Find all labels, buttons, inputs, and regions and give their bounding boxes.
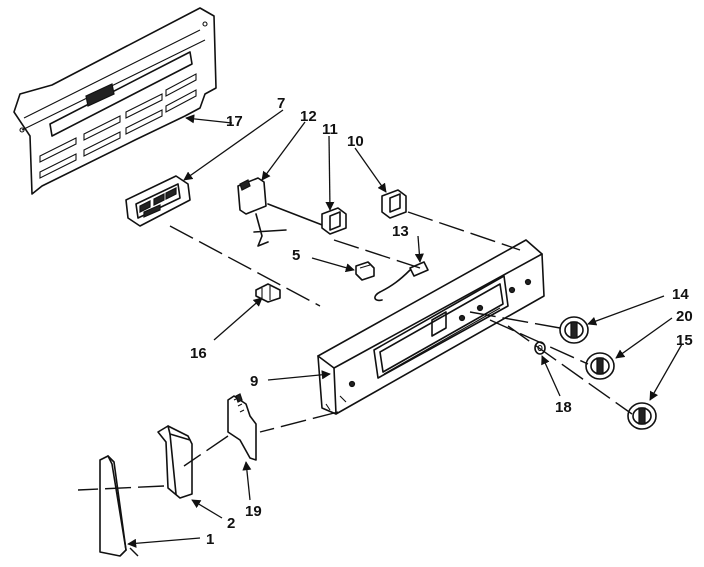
part-19-bracket xyxy=(227,393,257,461)
part-1-side-trim xyxy=(99,455,127,557)
callout-10: 10 xyxy=(347,133,364,150)
callout-11: 11 xyxy=(322,121,338,138)
leader-lines xyxy=(127,109,683,548)
part-17-rear-panel xyxy=(13,7,217,195)
callout-17: 17 xyxy=(226,113,243,130)
part-20-knob xyxy=(585,352,615,380)
callout-9: 9 xyxy=(250,373,258,390)
assembly-lines xyxy=(77,211,633,557)
callout-14: 14 xyxy=(672,286,689,303)
part-10-switch xyxy=(381,189,407,219)
callout-7: 7 xyxy=(277,95,285,112)
part-9-control-panel xyxy=(317,239,545,415)
callout-1: 1 xyxy=(206,531,214,548)
part-11-switch xyxy=(321,207,347,235)
callout-2: 2 xyxy=(227,515,235,532)
callout-13: 13 xyxy=(392,223,409,240)
callout-labels: 17 7 12 11 10 13 5 16 9 14 20 15 18 19 2… xyxy=(190,95,693,548)
callout-19: 19 xyxy=(245,503,262,520)
callout-12: 12 xyxy=(300,108,317,125)
callout-18: 18 xyxy=(555,399,572,416)
part-12-switch xyxy=(237,177,331,247)
part-2-end-cap xyxy=(157,425,193,499)
callout-15: 15 xyxy=(676,332,693,349)
callout-16: 16 xyxy=(190,345,207,362)
part-7-clock-control xyxy=(125,175,191,227)
callout-20: 20 xyxy=(676,308,693,325)
part-14-knob xyxy=(559,316,589,344)
part-15-knob xyxy=(627,402,657,430)
callout-5: 5 xyxy=(292,247,300,264)
part-5-terminal-block xyxy=(355,261,375,281)
part-13-connector xyxy=(374,261,429,302)
